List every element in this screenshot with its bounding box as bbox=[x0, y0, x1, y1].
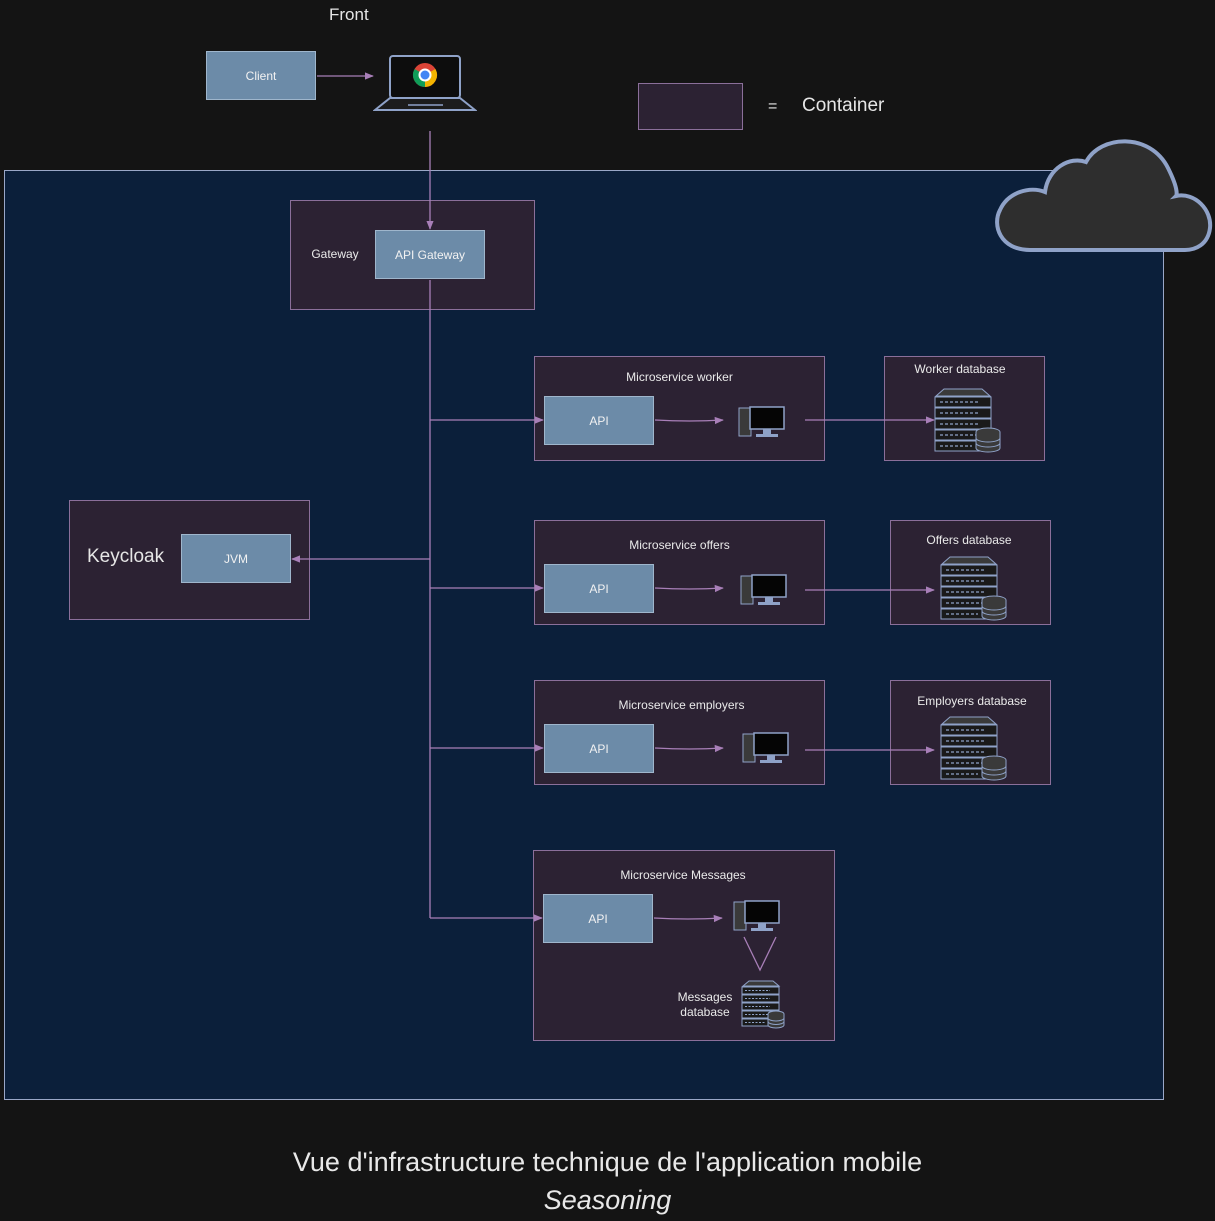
microservice-employers-title: Microservice employers bbox=[618, 698, 745, 712]
gateway-label: Gateway bbox=[311, 247, 359, 261]
desktop-computer-icon bbox=[740, 574, 787, 605]
offers-database-label: Offers database bbox=[926, 533, 1012, 547]
microservice-messages-container bbox=[533, 850, 835, 1041]
caption-line2: Seasoning bbox=[543, 1185, 672, 1215]
cloud-icon bbox=[995, 139, 1213, 252]
messages-database-label: Messages database bbox=[670, 990, 740, 1020]
microservice-messages-title: Microservice Messages bbox=[620, 868, 746, 882]
messages-database-label-line1: Messages bbox=[677, 990, 733, 1004]
front-label: Front bbox=[329, 5, 369, 24]
messages-api-to-server-arrow bbox=[653, 914, 723, 923]
desktop-computer-icon bbox=[733, 900, 780, 931]
jvm-box[interactable]: JVM bbox=[181, 534, 291, 583]
microservice-worker-title: Microservice worker bbox=[626, 370, 733, 384]
legend-container-swatch bbox=[638, 83, 743, 130]
keycloak-label: Keycloak bbox=[87, 546, 165, 567]
worker-api-box[interactable]: API bbox=[544, 396, 654, 445]
offers-api-box[interactable]: API bbox=[544, 564, 654, 613]
microservice-offers-title: Microservice offers bbox=[629, 538, 730, 552]
messages-api-box[interactable]: API bbox=[543, 894, 653, 943]
client-box[interactable]: Client bbox=[206, 51, 316, 100]
caption-line1: Vue d'infrastructure technique de l'appl… bbox=[292, 1147, 923, 1177]
employers-api-box[interactable]: API bbox=[544, 724, 654, 773]
worker-api-to-server-arrow bbox=[654, 416, 724, 425]
database-server-icon bbox=[934, 388, 1001, 453]
database-server-icon bbox=[940, 556, 1007, 621]
messages-server-to-db-link bbox=[743, 936, 777, 972]
desktop-computer-icon bbox=[742, 732, 789, 763]
employers-api-to-server-arrow bbox=[654, 744, 724, 753]
legend-label: Container bbox=[802, 95, 885, 116]
employers-database-label: Employers database bbox=[917, 694, 1027, 708]
offers-api-to-server-arrow bbox=[654, 584, 724, 593]
desktop-computer-icon bbox=[738, 406, 785, 437]
api-gateway-box[interactable]: API Gateway bbox=[375, 230, 485, 279]
chrome-laptop-icon bbox=[373, 55, 477, 111]
worker-database-label: Worker database bbox=[914, 362, 1006, 376]
database-server-icon bbox=[940, 716, 1007, 781]
database-server-icon bbox=[741, 980, 785, 1029]
messages-database-label-line2: database bbox=[680, 1005, 730, 1019]
legend-equals: = bbox=[768, 98, 778, 115]
